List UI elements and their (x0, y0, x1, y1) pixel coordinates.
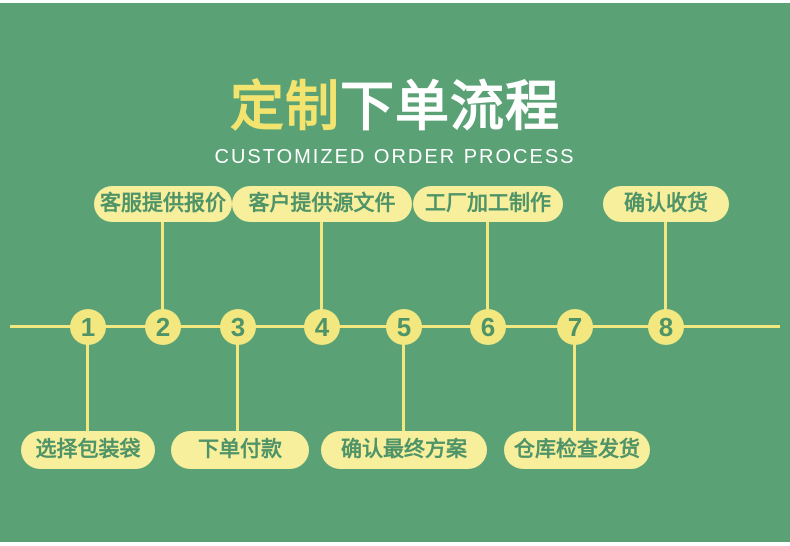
step-circle-2: 2 (145, 309, 181, 345)
step-label-pill-2: 客服提供报价 (94, 186, 232, 222)
infographic-canvas: 定制下单流程 CUSTOMIZED ORDER PROCESS 1 2 3 4 … (0, 3, 790, 542)
step-connector-3 (236, 327, 239, 432)
step-circle-7: 7 (557, 309, 593, 345)
step-connector-8 (664, 219, 667, 327)
step-label-pill-4: 客户提供源文件 (232, 186, 412, 222)
step-number: 7 (567, 312, 583, 342)
step-number: 4 (314, 312, 330, 342)
step-label-pill-8: 确认收货 (603, 186, 729, 222)
step-label-pill-6: 工厂加工制作 (413, 186, 563, 222)
step-connector-4 (320, 219, 323, 327)
step-circle-4: 4 (304, 309, 340, 345)
step-circle-8: 8 (648, 309, 684, 345)
step-circle-3: 3 (220, 309, 256, 345)
step-connector-5 (402, 327, 405, 432)
step-number: 1 (80, 312, 96, 342)
step-connector-6 (486, 219, 489, 327)
step-number: 6 (480, 312, 496, 342)
title-accent: 定制 (230, 77, 340, 137)
step-number: 5 (396, 312, 412, 342)
step-number: 2 (155, 312, 171, 342)
step-circle-1: 1 (70, 309, 106, 345)
step-number: 8 (658, 312, 674, 342)
page-subtitle: CUSTOMIZED ORDER PROCESS (214, 146, 576, 168)
step-label-pill-5: 确认最终方案 (321, 431, 487, 469)
title-rest: 下单流程 (340, 77, 560, 137)
step-connector-7 (573, 327, 576, 432)
step-number: 3 (230, 312, 246, 342)
step-label-pill-3: 下单付款 (171, 431, 309, 469)
step-connector-2 (161, 219, 164, 327)
step-circle-6: 6 (470, 309, 506, 345)
page-title: 定制下单流程 (0, 79, 790, 136)
step-label-pill-1: 选择包装袋 (21, 431, 155, 469)
step-connector-1 (86, 327, 89, 432)
step-label-pill-7: 仓库检查发货 (504, 431, 650, 469)
step-circle-5: 5 (386, 309, 422, 345)
